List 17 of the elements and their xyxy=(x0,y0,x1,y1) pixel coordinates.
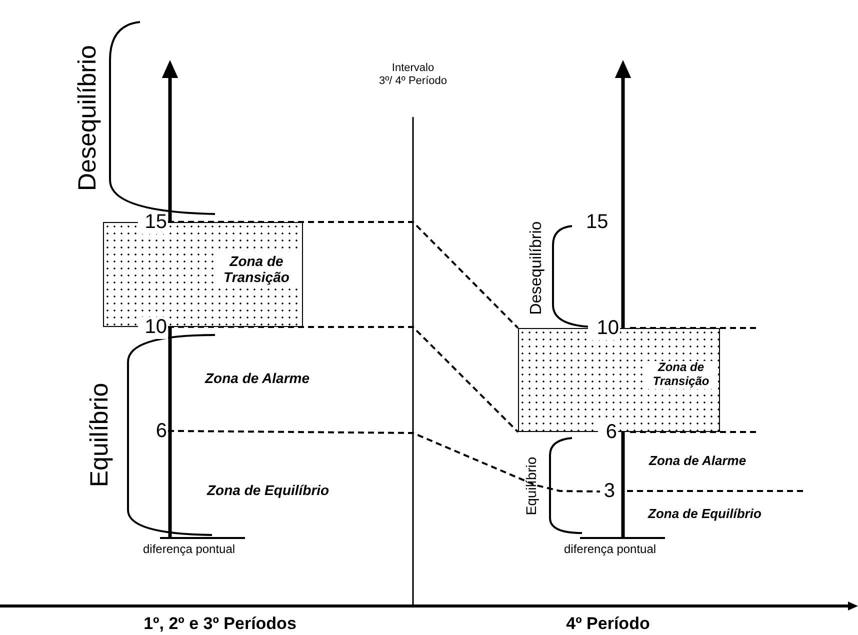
bracket-label: Equilíbrio xyxy=(86,382,114,488)
bracket-label: Desequilíbrio xyxy=(74,45,102,191)
zone-label: Zona de Alarme xyxy=(205,370,310,386)
interval-label: Intervalo 3º/ 4º Período xyxy=(378,62,448,88)
zone-label: Zona de Equilíbrio xyxy=(207,482,330,498)
period-label: 1º, 2º e 3º Períodos xyxy=(144,614,296,634)
axis-label: diferença pontual xyxy=(564,543,656,557)
tick-label: 10 xyxy=(138,317,168,339)
period-label: 4º Período xyxy=(566,614,650,634)
tick-label: 15 xyxy=(586,211,608,234)
tick-label: 15 xyxy=(138,212,168,234)
bracket-label: Equilíbrio xyxy=(522,456,540,516)
axis-label: diferença pontual xyxy=(143,543,236,557)
zone-label: Zona de Equilíbrio xyxy=(648,507,762,522)
zone-label: Zona de Alarme xyxy=(649,454,746,469)
tick-label: 10 xyxy=(588,318,620,340)
bracket-label: Desequilíbrio xyxy=(528,221,546,315)
